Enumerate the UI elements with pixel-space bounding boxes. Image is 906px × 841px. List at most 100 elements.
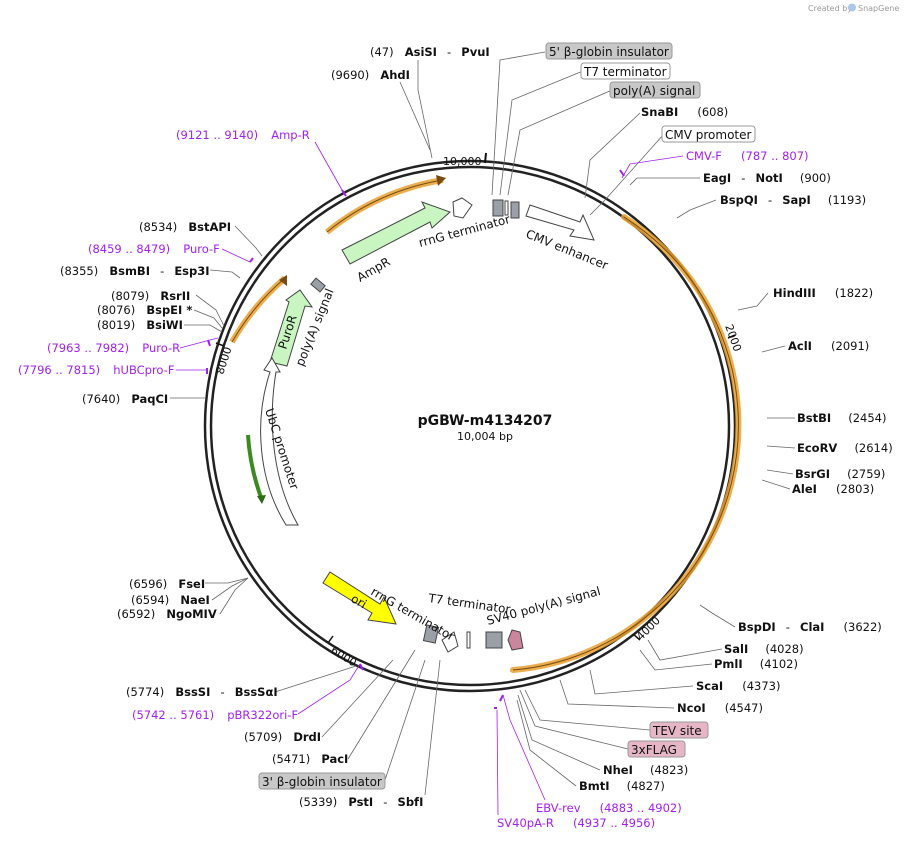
primer-mark-puror xyxy=(207,339,211,347)
enzyme-paci-name: PacI xyxy=(321,752,348,766)
primer-mark-purof xyxy=(249,257,254,263)
leader-primer-puror xyxy=(179,337,219,349)
enzyme-bsrgi-pos: (2759) xyxy=(847,467,885,481)
enzyme-sali: SalI (4028) xyxy=(724,638,804,657)
ori-feature xyxy=(322,571,397,625)
enzyme-eagi-sep: - xyxy=(741,171,745,185)
leader-fsei xyxy=(205,577,249,584)
enzyme-ahdi-name: AhdI xyxy=(380,68,410,82)
sv40-block xyxy=(485,631,503,649)
enzyme-bspdi-name: BspDI xyxy=(738,620,776,634)
enzyme-asisi-name2: PvuI xyxy=(461,45,489,59)
enzyme-labels: (47) AsiSI - PvuI (9690) AhdI SnaBI (608… xyxy=(60,45,893,809)
tev-box xyxy=(649,721,709,739)
enzyme-bstbi-name: BstBI xyxy=(797,411,831,425)
primer-ampr-name: Amp-R xyxy=(271,128,310,142)
leader-drdi xyxy=(321,659,394,738)
t7top-box xyxy=(580,62,671,80)
enzyme-bspdi-pos: (3622) xyxy=(844,620,882,634)
leader-flag xyxy=(519,689,629,750)
enzyme-ecorv: EcoRV (2614) xyxy=(797,437,893,456)
leader-cmv-promoter xyxy=(589,133,665,216)
enzyme-psti-sep: - xyxy=(383,795,387,809)
enzyme-snabi-name: SnaBI xyxy=(641,105,678,119)
enzyme-bstapi-pos: (8534) xyxy=(139,220,177,234)
primer-ebvrev-range: (4883 .. 4902) xyxy=(600,801,682,815)
leader-bmti xyxy=(516,699,577,787)
enzyme-fsei: (6596) FseI xyxy=(129,573,205,592)
rrng-top-feature xyxy=(452,197,473,219)
leader-tev xyxy=(524,689,651,731)
primer-ampr: (9121 .. 9140) Amp-R xyxy=(176,124,310,143)
orf-arc-puror xyxy=(229,275,287,344)
leader-paci xyxy=(347,649,416,760)
enzyme-paqci-name: PaqCI xyxy=(131,392,168,406)
enzyme-ecorv-pos: (2614) xyxy=(854,441,892,455)
enzyme-paqci-pos: (7640) xyxy=(82,392,120,406)
primer-purof: (8459 .. 8479) Puro-F xyxy=(88,238,220,257)
enzyme-bspdi-name2: ClaI xyxy=(800,620,824,634)
leader-lines xyxy=(170,51,796,796)
leader-ecorv xyxy=(766,445,796,449)
credit-text: Created by xyxy=(808,4,852,13)
tick-2000 xyxy=(727,334,736,339)
cmvprom-box-label: CMV promoter xyxy=(665,128,752,142)
flag-box xyxy=(627,740,686,758)
enzyme-pmli: PmlI (4102) xyxy=(714,653,798,672)
ori-label: ori xyxy=(349,591,370,611)
enzyme-bsmbi-name: BsmBI xyxy=(109,264,150,278)
primer-hubc: (7796 .. 7815) hUBCpro-F xyxy=(18,359,174,378)
leader-hindiii xyxy=(737,292,769,311)
leader-bspqi xyxy=(676,199,717,219)
enzyme-bstapi: (8534) BstAPI xyxy=(139,216,231,235)
leader-bspei xyxy=(193,309,223,329)
primer-hubc-name: hUBCpro-F xyxy=(113,363,174,377)
leader-ahdi xyxy=(399,81,431,151)
tick-6000 xyxy=(327,635,334,644)
enzyme-rsrii-pos: (8079) xyxy=(111,289,149,303)
enzyme-bspqi: BspQI - SapI (1193) xyxy=(720,189,866,208)
enzyme-bspei-name: BspEI * xyxy=(146,303,192,317)
orf-arcs xyxy=(229,175,742,673)
cmv-enhancer-feature xyxy=(525,204,595,241)
enzyme-ncoi: NcoI (4547) xyxy=(677,697,763,716)
enzyme-scai-pos: (4373) xyxy=(742,679,780,693)
ubc-promoter-feature xyxy=(260,357,299,526)
enzyme-ecorv-name: EcoRV xyxy=(797,441,837,455)
t7-top-block xyxy=(504,200,509,216)
enzyme-scai-name: ScaI xyxy=(696,679,723,693)
ubc-arrowhead xyxy=(257,495,266,504)
enzyme-ahdi-pos: (9690) xyxy=(331,68,369,82)
leader-bsiwi xyxy=(184,324,223,333)
primer-puror-name: Puro-R xyxy=(142,341,180,355)
leader-primer-cmvf xyxy=(621,155,684,179)
enzyme-bsiwi-name: BsiWI xyxy=(146,318,183,332)
leader-eagi xyxy=(629,177,700,186)
polya-top-block xyxy=(510,201,520,219)
leader-scai xyxy=(589,669,694,695)
enzyme-psti-name: PstI xyxy=(348,795,373,809)
enzyme-nhei: NheI (4823) xyxy=(603,759,688,778)
orf-ampr-arrowhead xyxy=(436,175,446,186)
primer-purof-name: Puro-F xyxy=(183,242,220,256)
enzyme-ngomiv: (6592) NgoMIV xyxy=(117,603,217,622)
t7-bottom-block xyxy=(466,631,471,649)
snapgene-logo-icon xyxy=(848,3,856,12)
enzyme-bspqi-pos: (1193) xyxy=(828,193,866,207)
orf-arc-ampr-center xyxy=(326,179,444,233)
tick-8000 xyxy=(215,342,225,347)
tick-marks xyxy=(215,152,736,644)
leader-primer-ampr xyxy=(314,141,343,191)
leader-alei xyxy=(761,479,791,490)
enzyme-bsssi-sep: - xyxy=(220,685,224,699)
cmv-enhancer-label: CMV enhancer xyxy=(524,227,610,273)
enzyme-bsiwi-pos: (8019) xyxy=(97,318,135,332)
credit-brand: SnapGene xyxy=(858,4,899,13)
enzyme-bstapi-name: BstAPI xyxy=(188,220,231,234)
enzyme-snabi: SnaBI (608) xyxy=(641,101,728,120)
leader-primer-sv40par xyxy=(496,709,499,816)
leader-acli xyxy=(761,345,786,353)
leader-ngomiv xyxy=(219,577,249,615)
enzyme-bsssi-name: BssSI xyxy=(175,685,210,699)
features xyxy=(260,197,595,653)
